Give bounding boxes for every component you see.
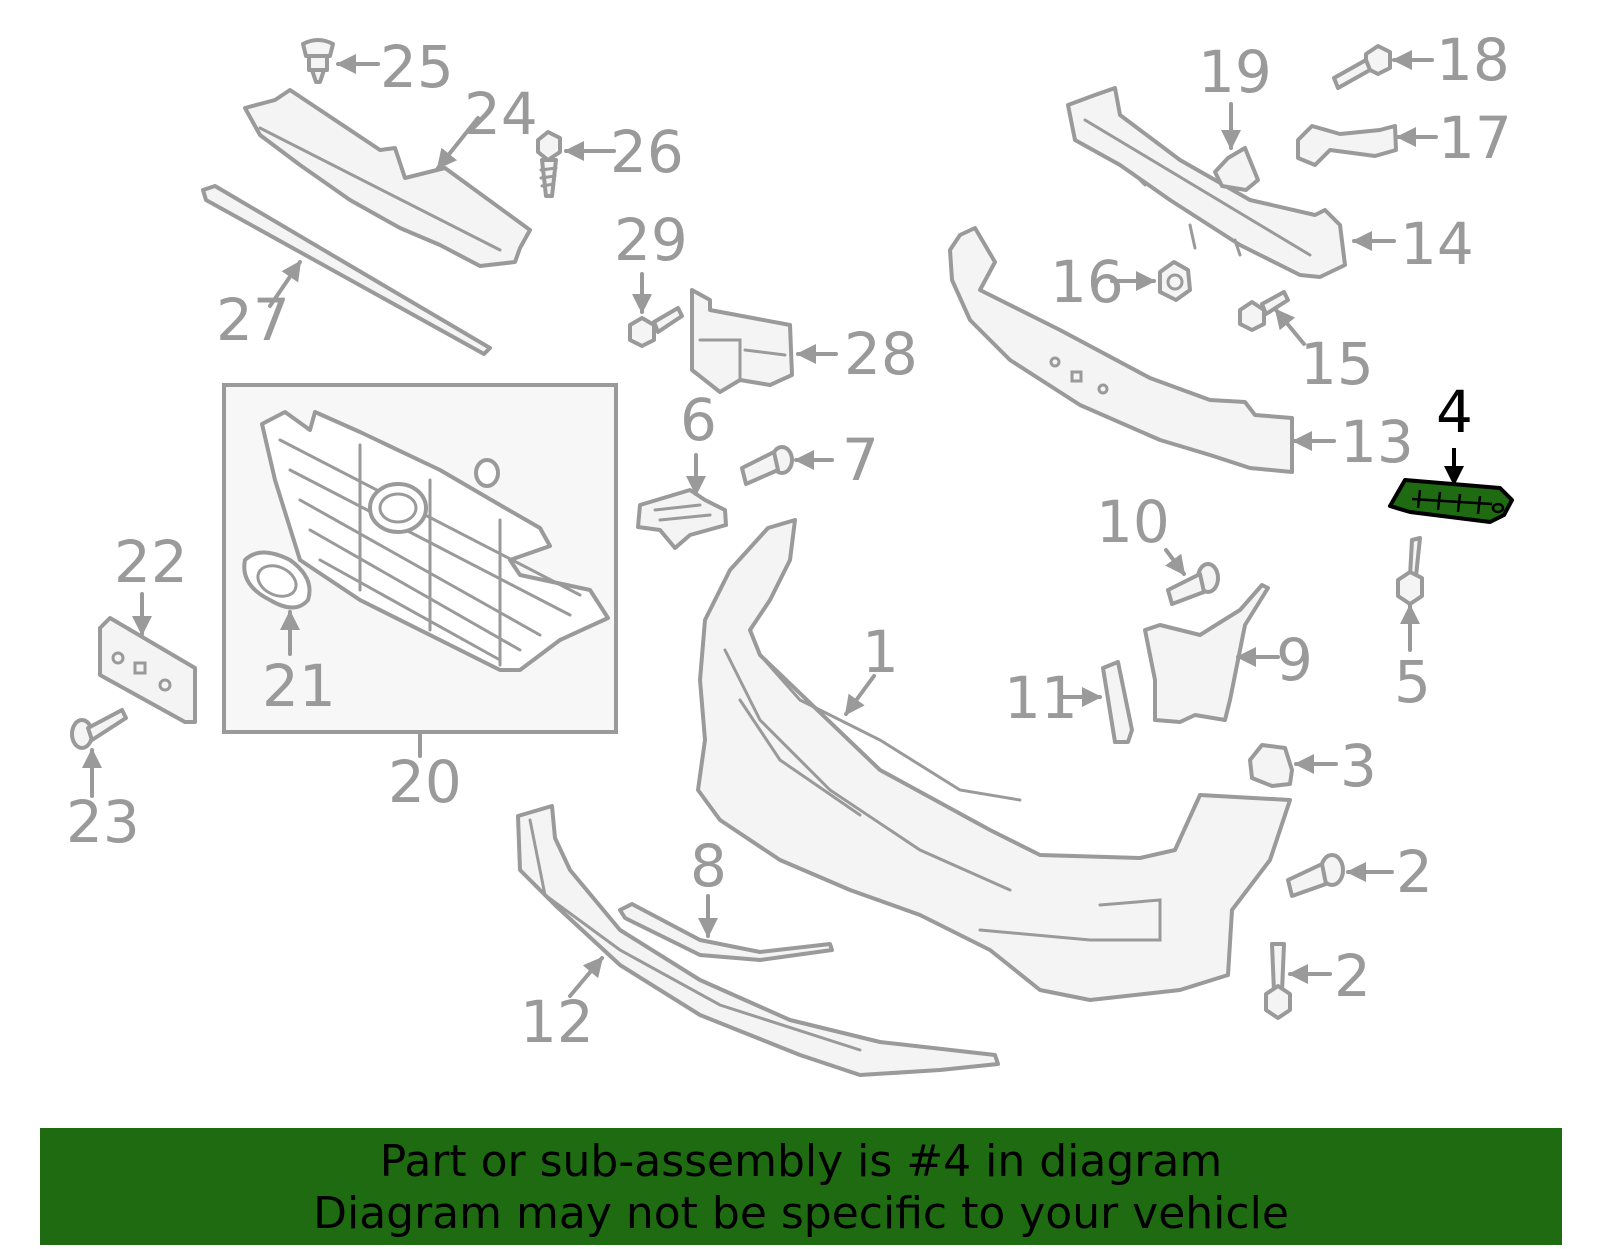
callout-3: 3 bbox=[1340, 732, 1377, 800]
callout-labels: 25 24 26 27 29 28 6 7 19 18 17 14 16 15 … bbox=[66, 26, 1512, 1056]
part-6-bracket[interactable] bbox=[636, 453, 728, 550]
part-16-nut[interactable] bbox=[1110, 260, 1192, 302]
callout-1: 1 bbox=[862, 618, 899, 686]
callout-2-upper: 2 bbox=[1396, 838, 1433, 906]
callout-11: 11 bbox=[1004, 664, 1078, 732]
part-4-highlighted[interactable] bbox=[1388, 448, 1514, 524]
part-14-beam[interactable] bbox=[1066, 86, 1396, 279]
part-7-screw[interactable] bbox=[740, 445, 834, 486]
part-23-screw[interactable] bbox=[70, 708, 128, 798]
callout-10: 10 bbox=[1096, 488, 1170, 556]
part-9-side-bracket[interactable] bbox=[1143, 583, 1280, 724]
part-15-bolt[interactable] bbox=[1238, 290, 1306, 346]
part-2-screw-upper[interactable] bbox=[1286, 853, 1394, 898]
callout-22: 22 bbox=[114, 528, 188, 596]
part-13-absorber[interactable] bbox=[948, 226, 1336, 474]
callout-29: 29 bbox=[614, 206, 688, 274]
part-1-bumper-cover[interactable] bbox=[696, 518, 1292, 1002]
callout-24: 24 bbox=[464, 80, 538, 148]
part-20-grille-assembly[interactable] bbox=[222, 383, 618, 758]
part-12-lower-lip[interactable] bbox=[516, 804, 1000, 1077]
callout-5: 5 bbox=[1394, 648, 1431, 716]
callout-13: 13 bbox=[1340, 408, 1414, 476]
part-27-molding[interactable] bbox=[201, 184, 492, 356]
callout-6: 6 bbox=[680, 386, 717, 454]
callout-28: 28 bbox=[844, 320, 918, 388]
info-banner: Part or sub-assembly is #4 in diagram Di… bbox=[40, 1128, 1562, 1245]
callout-19: 19 bbox=[1198, 38, 1272, 106]
callout-17: 17 bbox=[1438, 104, 1512, 172]
callout-14: 14 bbox=[1400, 210, 1474, 278]
callout-2-lower: 2 bbox=[1334, 942, 1371, 1010]
callout-25: 25 bbox=[380, 33, 454, 101]
callout-8: 8 bbox=[690, 832, 727, 900]
callout-9: 9 bbox=[1276, 626, 1313, 694]
callout-7: 7 bbox=[842, 426, 879, 494]
part-3-clip[interactable] bbox=[1248, 743, 1338, 788]
callout-16: 16 bbox=[1050, 248, 1124, 316]
part-10-screw[interactable] bbox=[1164, 548, 1220, 606]
callout-20: 20 bbox=[388, 748, 462, 816]
part-11-insert[interactable] bbox=[1060, 660, 1134, 744]
part-5-screw[interactable] bbox=[1396, 536, 1424, 652]
callout-23: 23 bbox=[66, 788, 140, 856]
part-21-emblem[interactable] bbox=[242, 550, 312, 656]
part-22-license-bracket[interactable] bbox=[98, 592, 197, 724]
part-24-upper-bracket[interactable] bbox=[243, 88, 532, 268]
callout-12: 12 bbox=[520, 988, 594, 1056]
part-19-bracket[interactable] bbox=[1213, 102, 1260, 192]
part-26-bolt[interactable] bbox=[536, 130, 616, 198]
callout-18: 18 bbox=[1436, 26, 1510, 94]
part-8-lower-molding[interactable] bbox=[618, 894, 834, 962]
part-25-clip[interactable] bbox=[301, 38, 380, 84]
part-28-bracket[interactable] bbox=[690, 288, 838, 394]
part-18-bolt[interactable] bbox=[1332, 44, 1434, 90]
callout-15: 15 bbox=[1300, 330, 1374, 398]
callout-21: 21 bbox=[262, 652, 336, 720]
callout-26: 26 bbox=[610, 118, 684, 186]
banner-line-part: Part or sub-assembly is #4 in diagram bbox=[379, 1136, 1223, 1187]
callout-27: 27 bbox=[216, 286, 290, 354]
part-29-bolt[interactable] bbox=[628, 272, 684, 348]
callout-4: 4 bbox=[1436, 378, 1473, 446]
part-2-bolt-lower[interactable] bbox=[1264, 942, 1332, 1020]
part-17-bracket[interactable] bbox=[1296, 124, 1438, 167]
banner-line-disclaimer: Diagram may not be specific to your vehi… bbox=[313, 1188, 1289, 1239]
